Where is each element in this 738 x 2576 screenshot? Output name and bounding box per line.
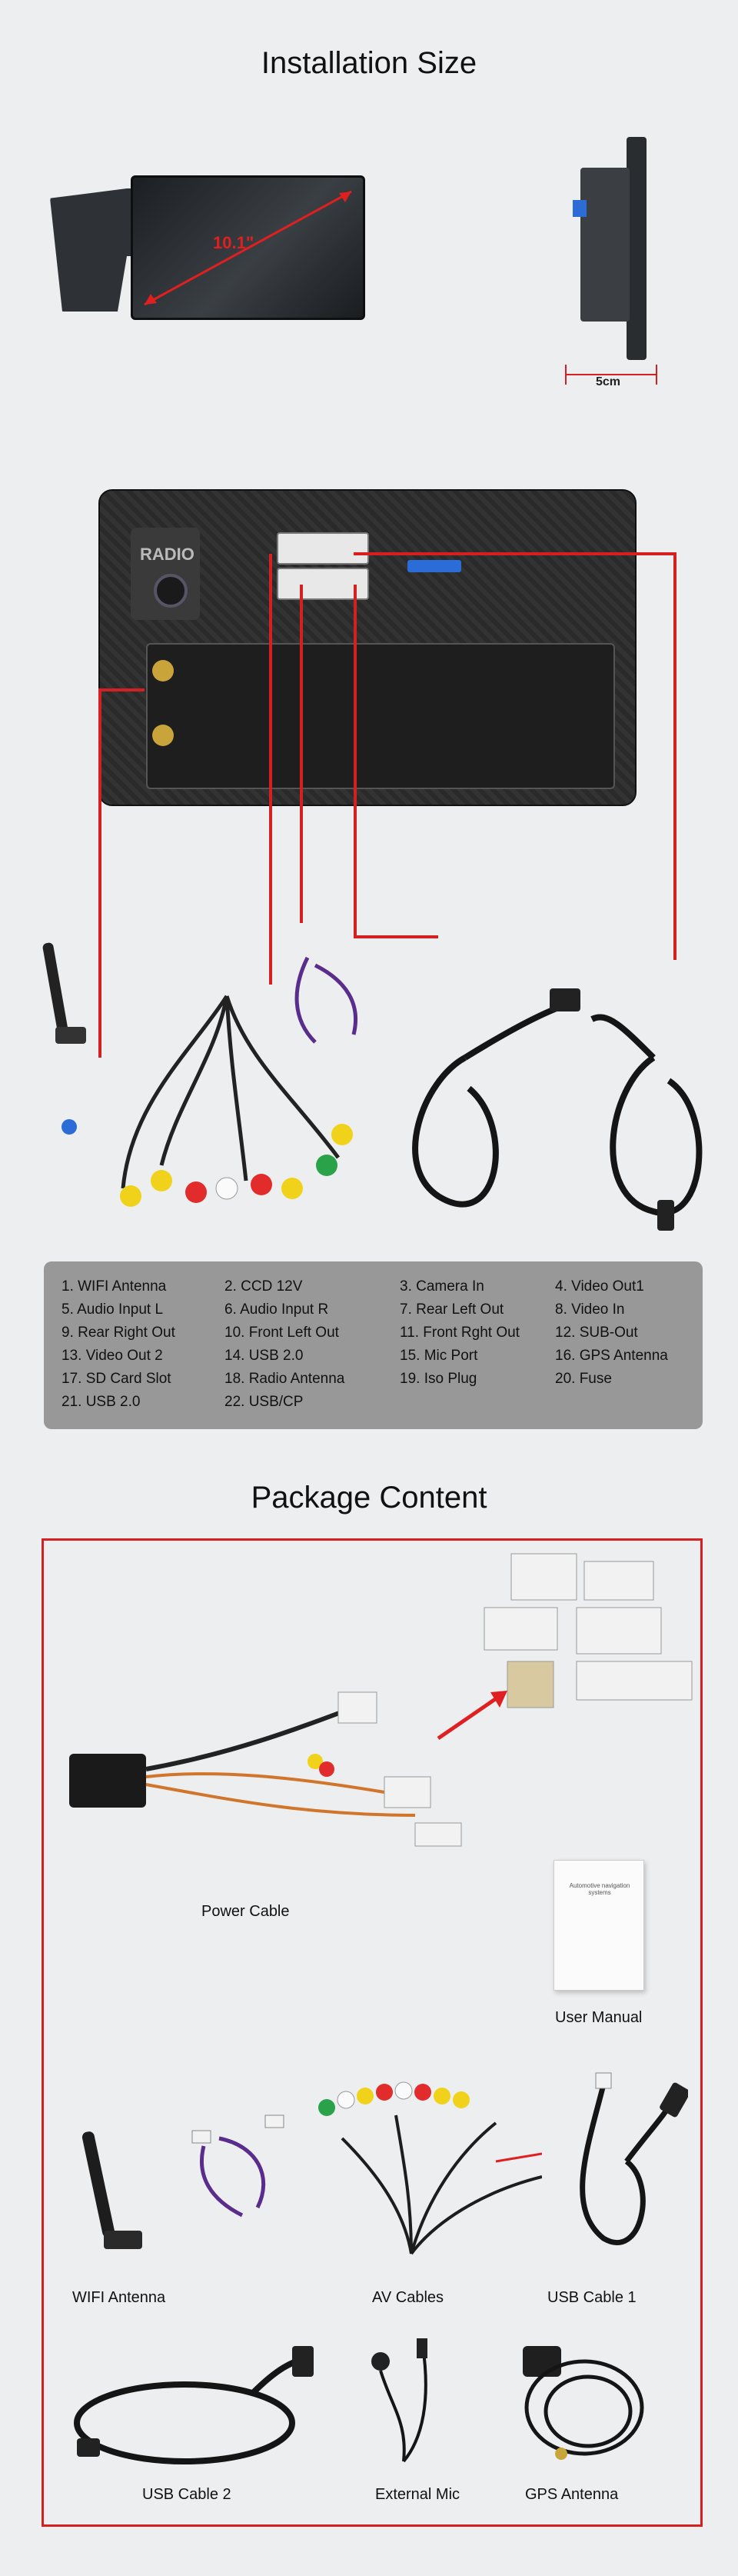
depth-dimension: 5cm [565,362,657,392]
user-manual-image: Automotive navigation systems [554,1860,644,1991]
legend-item: 12. SUB-Out [555,1325,638,1341]
arrow-icon [437,1691,507,1741]
legend-item: 13. Video Out 2 [62,1348,163,1364]
user-manual-label: User Manual [555,2009,643,2026]
package-content-title: Package Content [251,1481,487,1515]
legend-item: 21. USB 2.0 [62,1394,141,1410]
depth-label: 5cm [596,375,621,388]
wifi-antenna-label: WIFI Antenna [72,2289,166,2306]
legend-item: 17. SD Card Slot [62,1371,171,1387]
connector-legend [44,1261,703,1429]
manual-cover-text: Automotive navigation systems [569,1882,630,1896]
usb-cable-1-illustration [580,2072,688,2246]
legend-item: 3. Camera In [400,1278,484,1295]
sd-slot-icon [407,560,461,572]
av-cables-illustration [318,2081,542,2255]
gps-port-icon [152,725,174,746]
screen-size-label: 10.1" [213,233,254,252]
accessory-cables-illustration [42,942,703,1231]
usb-cable-2-label: USB Cable 2 [142,2486,231,2503]
usb-cable-1-label: USB Cable 1 [547,2289,637,2306]
connector-plugs-illustration [484,1553,693,1708]
legend-item: 16. GPS Antenna [555,1348,668,1364]
legend-item: 2. CCD 12V [224,1278,303,1295]
power-cable-label: Power Cable [201,1903,290,1920]
legend-item: 9. Rear Right Out [62,1325,175,1341]
legend-item: 11. Front Rght Out [400,1325,520,1341]
back-panel: RADIO [98,489,637,806]
radio-label: RADIO [140,545,194,564]
legend-item: 6. Audio Input R [224,1301,329,1318]
legend-item: 18. Radio Antenna [224,1371,345,1387]
external-mic-illustration [371,2338,427,2463]
legend-item: 20. Fuse [555,1371,612,1387]
legend-item: 5. Audio Input L [62,1301,164,1318]
front-unit-screen: 10.1" [131,175,365,320]
legend-item: 10. Front Left Out [224,1325,339,1341]
legend-item: 1. WIFI Antenna [62,1278,167,1295]
wifi-port-icon [152,660,174,681]
connector-block-top [277,532,369,565]
diagonal-arrow-icon [144,190,352,306]
legend-item: 4. Video Out1 [555,1278,644,1295]
power-cable-illustration [69,1691,462,1847]
usb-cable-2-illustration [74,2346,314,2464]
legend-item: 7. Rear Left Out [400,1301,504,1318]
legend-item: 15. Mic Port [400,1348,478,1364]
mic-cable-illustration [191,2114,284,2218]
side-view-unit [565,137,657,368]
package-content-box [42,1538,703,2527]
legend-item: 14. USB 2.0 [224,1348,304,1364]
radio-antenna-port [154,574,188,608]
wifi-antenna-illustration [81,2131,142,2249]
legend-item: 8. Video In [555,1301,625,1318]
av-cables-label: AV Cables [372,2289,444,2306]
installation-size-title: Installation Size [261,46,477,80]
legend-item: 22. USB/CP [224,1394,304,1410]
legend-item: 19. Iso Plug [400,1371,477,1387]
external-mic-label: External Mic [375,2486,460,2503]
gps-antenna-illustration [523,2346,644,2460]
gps-antenna-label: GPS Antenna [525,2486,619,2503]
